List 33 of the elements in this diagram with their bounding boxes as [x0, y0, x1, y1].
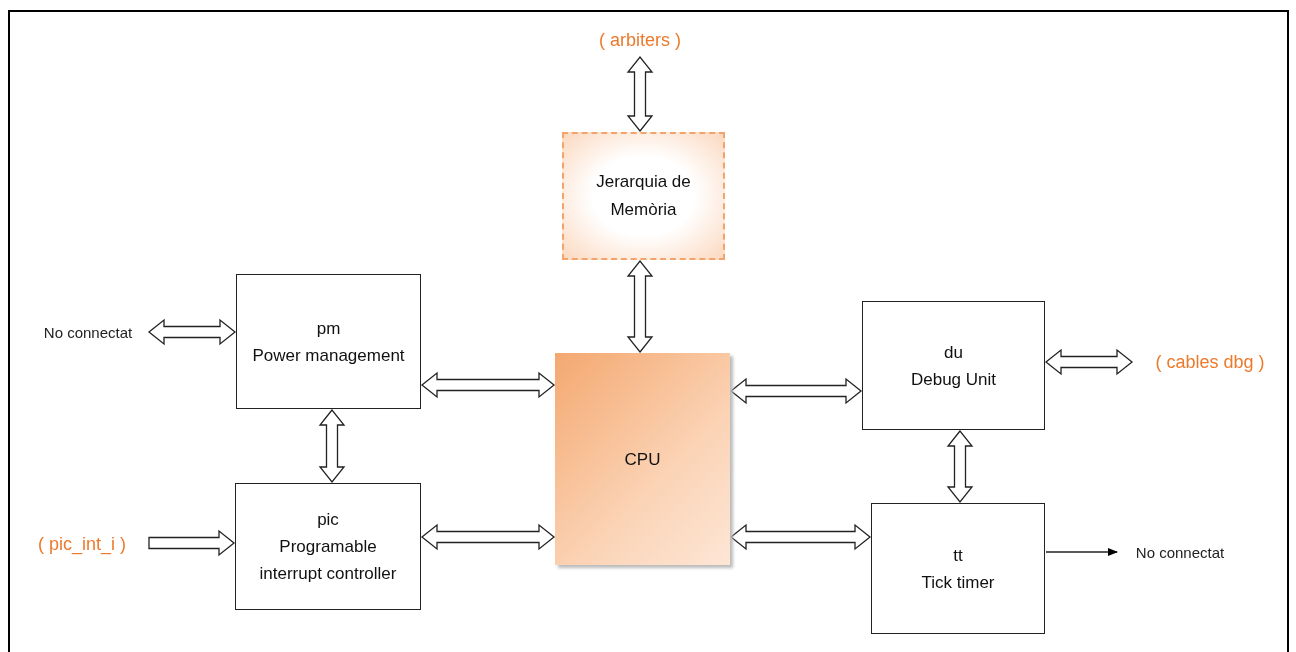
module-name: tt [953, 544, 963, 567]
double-block-arrow [318, 408, 346, 484]
double-block-arrow [420, 371, 556, 399]
signal-label: ( pic_int_i ) [18, 531, 146, 557]
module-title: Jerarquia de Memòria [595, 171, 692, 221]
double-block-arrow [420, 523, 556, 551]
double-block-arrow [1044, 348, 1134, 376]
port-label: No connectat [1120, 540, 1240, 564]
cpu-box [555, 353, 730, 565]
module-box [871, 503, 1045, 634]
module-box [236, 274, 421, 409]
module-title: Power management [252, 344, 405, 367]
signal-label: ( cables dbg ) [1135, 349, 1285, 375]
module-title: Programable interrupt controller [258, 536, 398, 585]
module-title: Debug Unit [910, 368, 997, 391]
double-block-arrow [729, 523, 872, 551]
module-name: du [944, 341, 963, 364]
block-arrow [148, 529, 236, 557]
double-block-arrow [946, 429, 974, 504]
module-name: pic [317, 509, 339, 531]
double-block-arrow [147, 318, 237, 346]
signal-label: ( arbiters ) [580, 26, 700, 54]
port-label: No connectat [30, 320, 146, 344]
double-block-arrow [626, 55, 654, 133]
module-title: CPU [624, 448, 661, 471]
module-box [862, 301, 1045, 430]
arrow [1045, 548, 1118, 556]
double-block-arrow [729, 377, 863, 405]
module-box [235, 483, 421, 610]
memory-box [562, 132, 725, 260]
module-name: pm [316, 317, 341, 340]
double-block-arrow [626, 259, 654, 354]
module-title: Tick timer [921, 571, 995, 594]
